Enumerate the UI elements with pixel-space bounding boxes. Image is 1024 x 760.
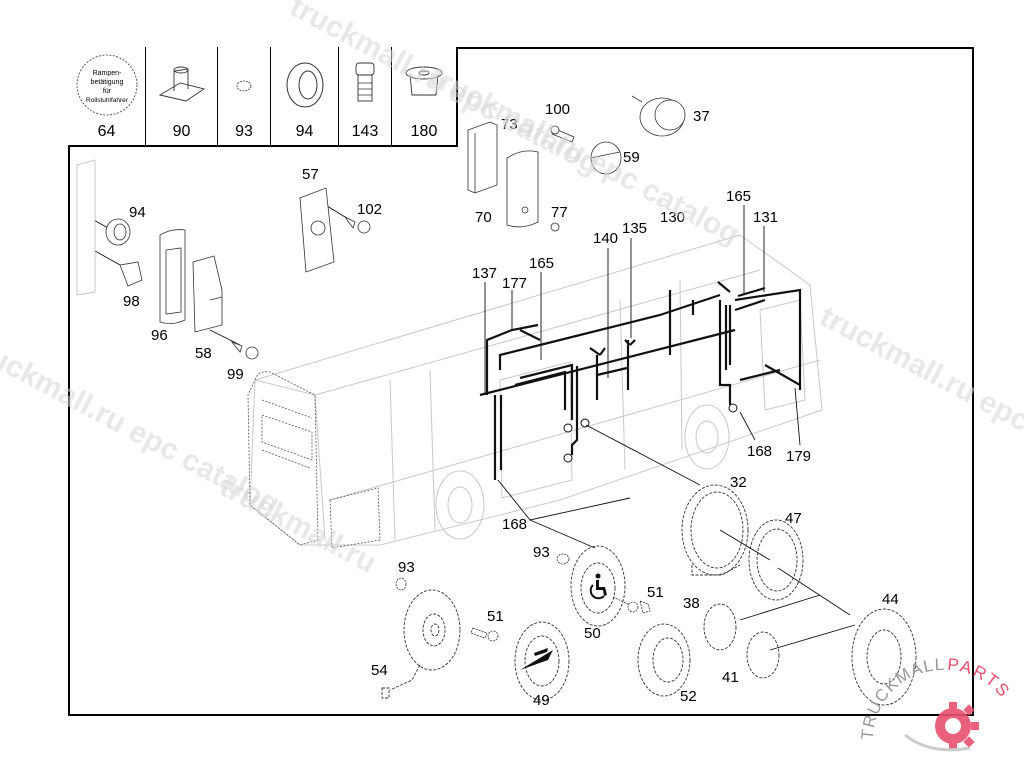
callout-93-left[interactable]: 93 xyxy=(398,559,415,576)
cap-part-41 xyxy=(746,631,780,679)
callout-168-right[interactable]: 168 xyxy=(747,443,772,460)
legend-number: 94 xyxy=(295,123,314,140)
screw-part-102 xyxy=(344,216,371,234)
brand-logo: TRUCKMALL PARTS xyxy=(858,655,1015,752)
callout-58[interactable]: 58 xyxy=(195,345,212,362)
cap-retainer-icon xyxy=(405,66,443,96)
bezel-part-52 xyxy=(637,623,691,697)
legend-cell-64[interactable]: Rampen- betätigung für Rollstuhlfahrer 6… xyxy=(68,47,146,145)
callout-102[interactable]: 102 xyxy=(357,201,382,218)
button-part-50 xyxy=(570,545,626,627)
callout-52[interactable]: 52 xyxy=(680,688,697,705)
cap-part-38 xyxy=(703,603,737,651)
callout-140[interactable]: 140 xyxy=(593,230,618,247)
callout-96[interactable]: 96 xyxy=(151,327,168,344)
callout-32[interactable]: 32 xyxy=(730,474,747,491)
bezel-part-44 xyxy=(851,608,917,706)
callout-41[interactable]: 41 xyxy=(722,669,739,686)
wheelchair-icon xyxy=(589,573,607,600)
callout-168-lower[interactable]: 168 xyxy=(502,516,527,533)
grommet-small-icon xyxy=(236,80,252,92)
gear-icon xyxy=(935,702,979,750)
callout-179[interactable]: 179 xyxy=(786,448,811,465)
legend-number: 180 xyxy=(410,123,438,140)
harness-connectors xyxy=(563,403,738,463)
callout-135[interactable]: 135 xyxy=(622,220,647,237)
plug-part-77 xyxy=(550,222,560,232)
plug-part-98 xyxy=(119,261,143,287)
legend-label-line: für xyxy=(103,88,112,95)
button-part-49 xyxy=(514,621,570,701)
callout-77[interactable]: 77 xyxy=(551,204,568,221)
legend-number: 64 xyxy=(97,123,116,140)
callout-130[interactable]: 130 xyxy=(660,209,685,226)
housing-part-70 xyxy=(506,150,539,228)
callout-73[interactable]: 73 xyxy=(501,116,518,133)
brand-text-right: PARTS xyxy=(947,655,1015,702)
swoosh-icon xyxy=(904,733,971,752)
callout-54[interactable]: 54 xyxy=(371,662,388,679)
small-parts-51-93 xyxy=(395,553,651,642)
knob-part-59 xyxy=(589,141,622,175)
callout-93-mid[interactable]: 93 xyxy=(533,544,550,561)
bezel-part-32 xyxy=(681,484,749,576)
callout-131[interactable]: 131 xyxy=(753,209,778,226)
plug-stud-icon xyxy=(355,62,375,102)
legend-cell-93[interactable]: 93 xyxy=(218,47,271,145)
callout-51-left[interactable]: 51 xyxy=(487,608,504,625)
legend-cell-180[interactable]: 180 xyxy=(392,47,456,145)
screw-part-100 xyxy=(550,125,575,143)
ring-part-47 xyxy=(748,519,804,601)
legend-label-line: Rollstuhlfahrer xyxy=(86,97,129,104)
callout-59[interactable]: 59 xyxy=(623,149,640,166)
mount-plate-part-57 xyxy=(299,187,335,273)
ramp-symbol-icon xyxy=(520,648,553,670)
callout-57[interactable]: 57 xyxy=(302,166,319,183)
clip-nut-icon xyxy=(158,66,206,102)
callout-38[interactable]: 38 xyxy=(683,595,700,612)
callout-99[interactable]: 99 xyxy=(227,366,244,383)
lamp-part-37 xyxy=(631,95,686,137)
leader-lines xyxy=(84,197,856,651)
callout-51-right[interactable]: 51 xyxy=(647,584,664,601)
ring-part-94 xyxy=(105,218,131,246)
diagram-frame xyxy=(68,47,974,716)
bracket-part-73 xyxy=(467,121,498,194)
legend-label-line: Rampen- xyxy=(93,70,122,77)
switch-housing-part-58 xyxy=(192,255,223,333)
ring-bushing-icon xyxy=(286,62,324,108)
bus-front-face xyxy=(247,371,381,549)
callout-94[interactable]: 94 xyxy=(129,204,146,221)
cover-part-96 xyxy=(159,229,186,324)
callout-50[interactable]: 50 xyxy=(584,625,601,642)
callout-70[interactable]: 70 xyxy=(475,209,492,226)
callout-labels: 100 73 37 59 70 77 57 102 94 98 96 58 99… xyxy=(123,101,899,709)
legend-cell-143[interactable]: 143 xyxy=(339,47,392,145)
callout-47[interactable]: 47 xyxy=(785,510,802,527)
callout-37[interactable]: 37 xyxy=(693,108,710,125)
callout-137[interactable]: 137 xyxy=(472,265,497,282)
screw-part-99 xyxy=(230,341,259,360)
legend-number: 93 xyxy=(235,123,253,140)
callout-98[interactable]: 98 xyxy=(123,293,140,310)
dial-part-54 xyxy=(381,589,461,699)
legend-cell-90[interactable]: 90 xyxy=(146,47,218,145)
brand-text-left: TRUCKMALL xyxy=(858,655,946,741)
bus-body-outline xyxy=(249,234,823,546)
wiring-harness xyxy=(479,281,802,480)
ramp-button-label-icon: Rampen- betätigung für Rollstuhlfahrer xyxy=(76,54,138,116)
legend-number: 90 xyxy=(172,123,191,140)
legend-number: 143 xyxy=(351,123,379,140)
callout-100[interactable]: 100 xyxy=(545,101,570,118)
callout-165-left[interactable]: 165 xyxy=(529,255,554,272)
legend-table: Rampen- betätigung für Rollstuhlfahrer 6… xyxy=(68,47,458,147)
callout-49[interactable]: 49 xyxy=(533,692,550,709)
callout-165-top[interactable]: 165 xyxy=(726,188,751,205)
legend-label-line: betätigung xyxy=(91,79,124,86)
callout-44[interactable]: 44 xyxy=(882,591,899,608)
legend-cell-94[interactable]: 94 xyxy=(271,47,339,145)
rail-left xyxy=(76,159,96,296)
callout-177[interactable]: 177 xyxy=(502,275,527,292)
